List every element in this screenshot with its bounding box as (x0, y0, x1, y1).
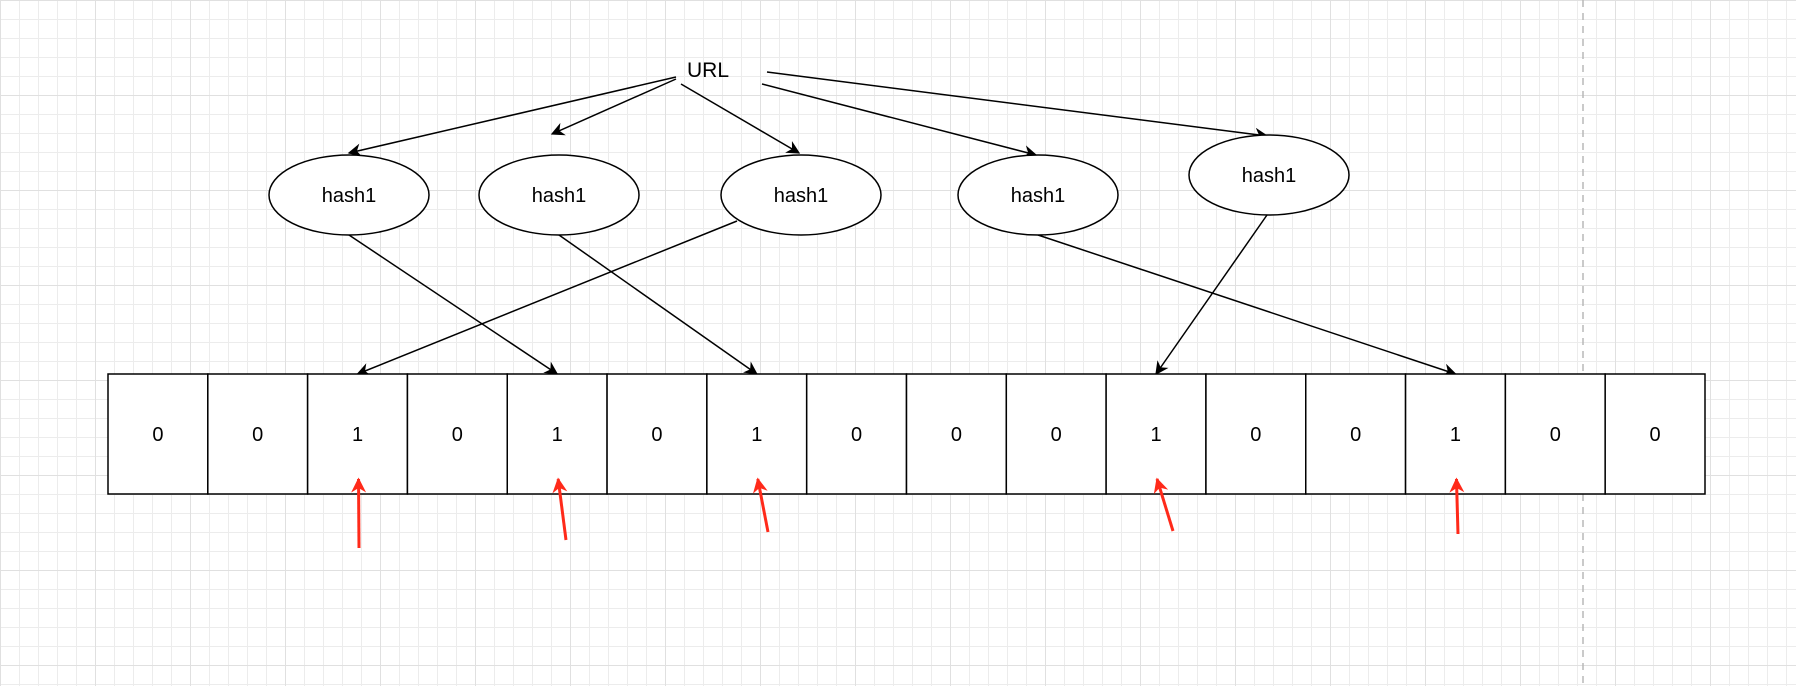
url-to-hash-arrow (680, 83, 801, 154)
bit-array: 0 0 1 0 1 0 1 0 0 0 1 0 0 1 0 0 (107, 373, 1706, 495)
red-marker-arrow (1153, 477, 1175, 532)
hash-to-bit-arrow (356, 220, 738, 376)
hash-to-bit-arrow (558, 234, 758, 375)
bit-cell (1305, 373, 1407, 495)
bit-cell (606, 373, 708, 495)
hash-node-shape (478, 154, 640, 236)
hash-node-label: hash1 (1242, 165, 1297, 187)
hash-to-bit-arrow (348, 234, 559, 375)
hash-node-shape (720, 154, 882, 236)
bit-value: 1 (751, 424, 762, 446)
url-to-hash-arrow (766, 71, 1269, 142)
red-marker-arrow (1449, 477, 1465, 535)
bit-cell (1005, 373, 1107, 495)
bit-cell (306, 373, 409, 495)
url-to-hash-arrow (347, 76, 677, 157)
url-to-hash-edges (347, 71, 1269, 159)
bit-value: 0 (851, 424, 862, 446)
hash-node-label: hash1 (532, 185, 587, 207)
hash-node-label: hash1 (774, 185, 829, 207)
hash-to-bit-arrow (1155, 214, 1268, 376)
bit-cell (905, 373, 1008, 495)
hash-to-bit-arrow (1037, 234, 1457, 377)
bit-value: 0 (951, 424, 962, 446)
hash-node-label: hash1 (1011, 185, 1066, 207)
bit-value: 0 (1250, 424, 1261, 446)
bit-cell (506, 373, 608, 495)
bit-cell (1105, 373, 1207, 495)
bit-value: 0 (1350, 424, 1361, 446)
bit-value: 0 (1650, 424, 1661, 446)
bit-cell (1604, 373, 1706, 495)
url-to-hash-arrow (550, 78, 677, 136)
red-marker-arrow (752, 477, 770, 533)
bit-value: 1 (1150, 424, 1161, 446)
hash-node-shape (268, 154, 430, 236)
bit-cell (1504, 373, 1606, 495)
bit-cell (207, 373, 309, 495)
hash-function-nodes: hash1 hash1 hash1 hash1 hash1 (268, 134, 1350, 236)
bit-value: 0 (152, 424, 163, 446)
url-to-hash-arrow (761, 83, 1038, 159)
bit-cell (406, 373, 508, 495)
bit-value: 1 (1450, 424, 1461, 446)
bit-value: 1 (352, 424, 363, 446)
hash-node-shape (957, 154, 1119, 236)
bit-value: 0 (1051, 424, 1062, 446)
bit-value: 0 (452, 424, 463, 446)
bit-value: 0 (1550, 424, 1561, 446)
bit-value: 0 (651, 424, 662, 446)
bit-cell (107, 373, 209, 495)
bit-cell (805, 373, 908, 495)
marked-bit-arrows (351, 477, 1465, 549)
url-source-label: URL (687, 59, 729, 82)
bit-value: 0 (252, 424, 263, 446)
hash-node-shape (1188, 134, 1350, 216)
bit-cell (1205, 373, 1307, 495)
red-marker-arrow (552, 477, 568, 541)
bit-value: 1 (552, 424, 563, 446)
hash-to-bit-edges (348, 214, 1457, 377)
hash-node-label: hash1 (322, 185, 377, 207)
